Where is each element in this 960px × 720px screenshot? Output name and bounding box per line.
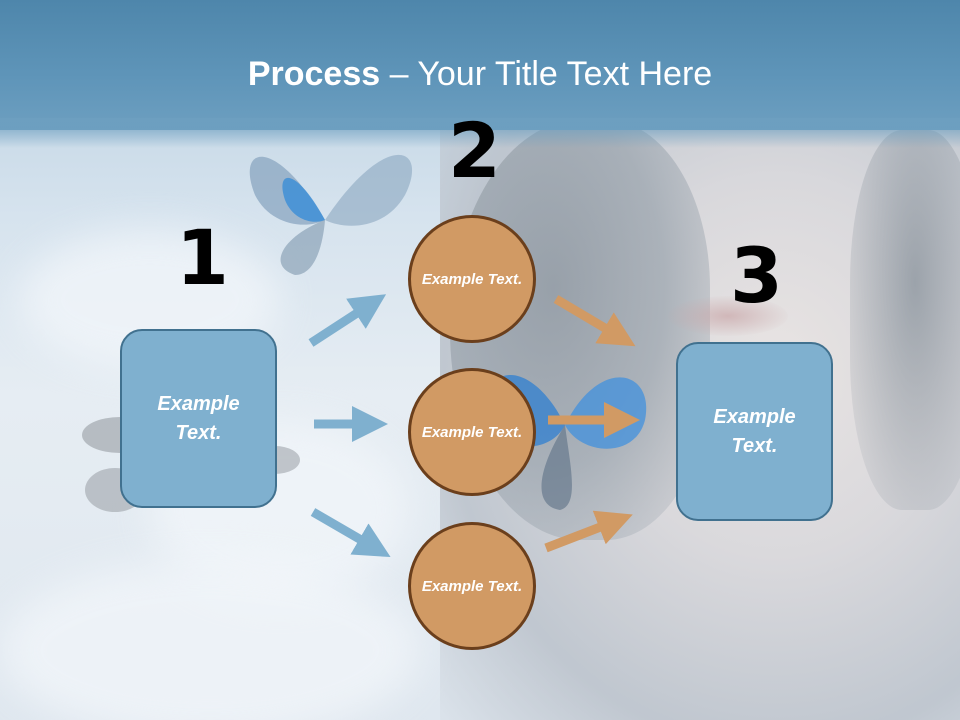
left-process-box: Example Text. xyxy=(120,329,277,508)
circle-label: Example Text. xyxy=(421,423,523,441)
title-bar xyxy=(0,0,960,130)
arrow-from-circle-1 xyxy=(553,295,636,347)
title-rest: – Your Title Text Here xyxy=(380,55,713,93)
title-bar-fade xyxy=(0,118,960,148)
left-box-label: Example Text. xyxy=(157,392,240,444)
arrow-from-circle-3 xyxy=(544,510,633,553)
step-number-1: 1 xyxy=(176,213,229,302)
butterfly-decoration-icon xyxy=(249,154,413,275)
title-bold: Process xyxy=(247,55,381,93)
arrow-to-circle-3 xyxy=(310,508,391,558)
right-process-box: Example Text. xyxy=(676,342,833,521)
background-photo-detail xyxy=(668,296,788,336)
arrow-to-circle-1 xyxy=(308,294,387,347)
step-number-2: 2 xyxy=(448,106,501,195)
step-number-3: 3 xyxy=(730,231,783,320)
right-box-label: Example Text. xyxy=(713,405,796,457)
circle-label: Example Text. xyxy=(421,577,523,595)
process-circle-2: Example Text. xyxy=(408,368,536,496)
process-circle-1: Example Text. xyxy=(408,215,536,343)
slide-title: Process – Your Title Text Here xyxy=(0,52,960,96)
process-circle-3: Example Text. xyxy=(408,522,536,650)
circle-label: Example Text. xyxy=(421,270,523,288)
background-photo-hair xyxy=(850,130,960,510)
background-cloud xyxy=(0,560,420,720)
